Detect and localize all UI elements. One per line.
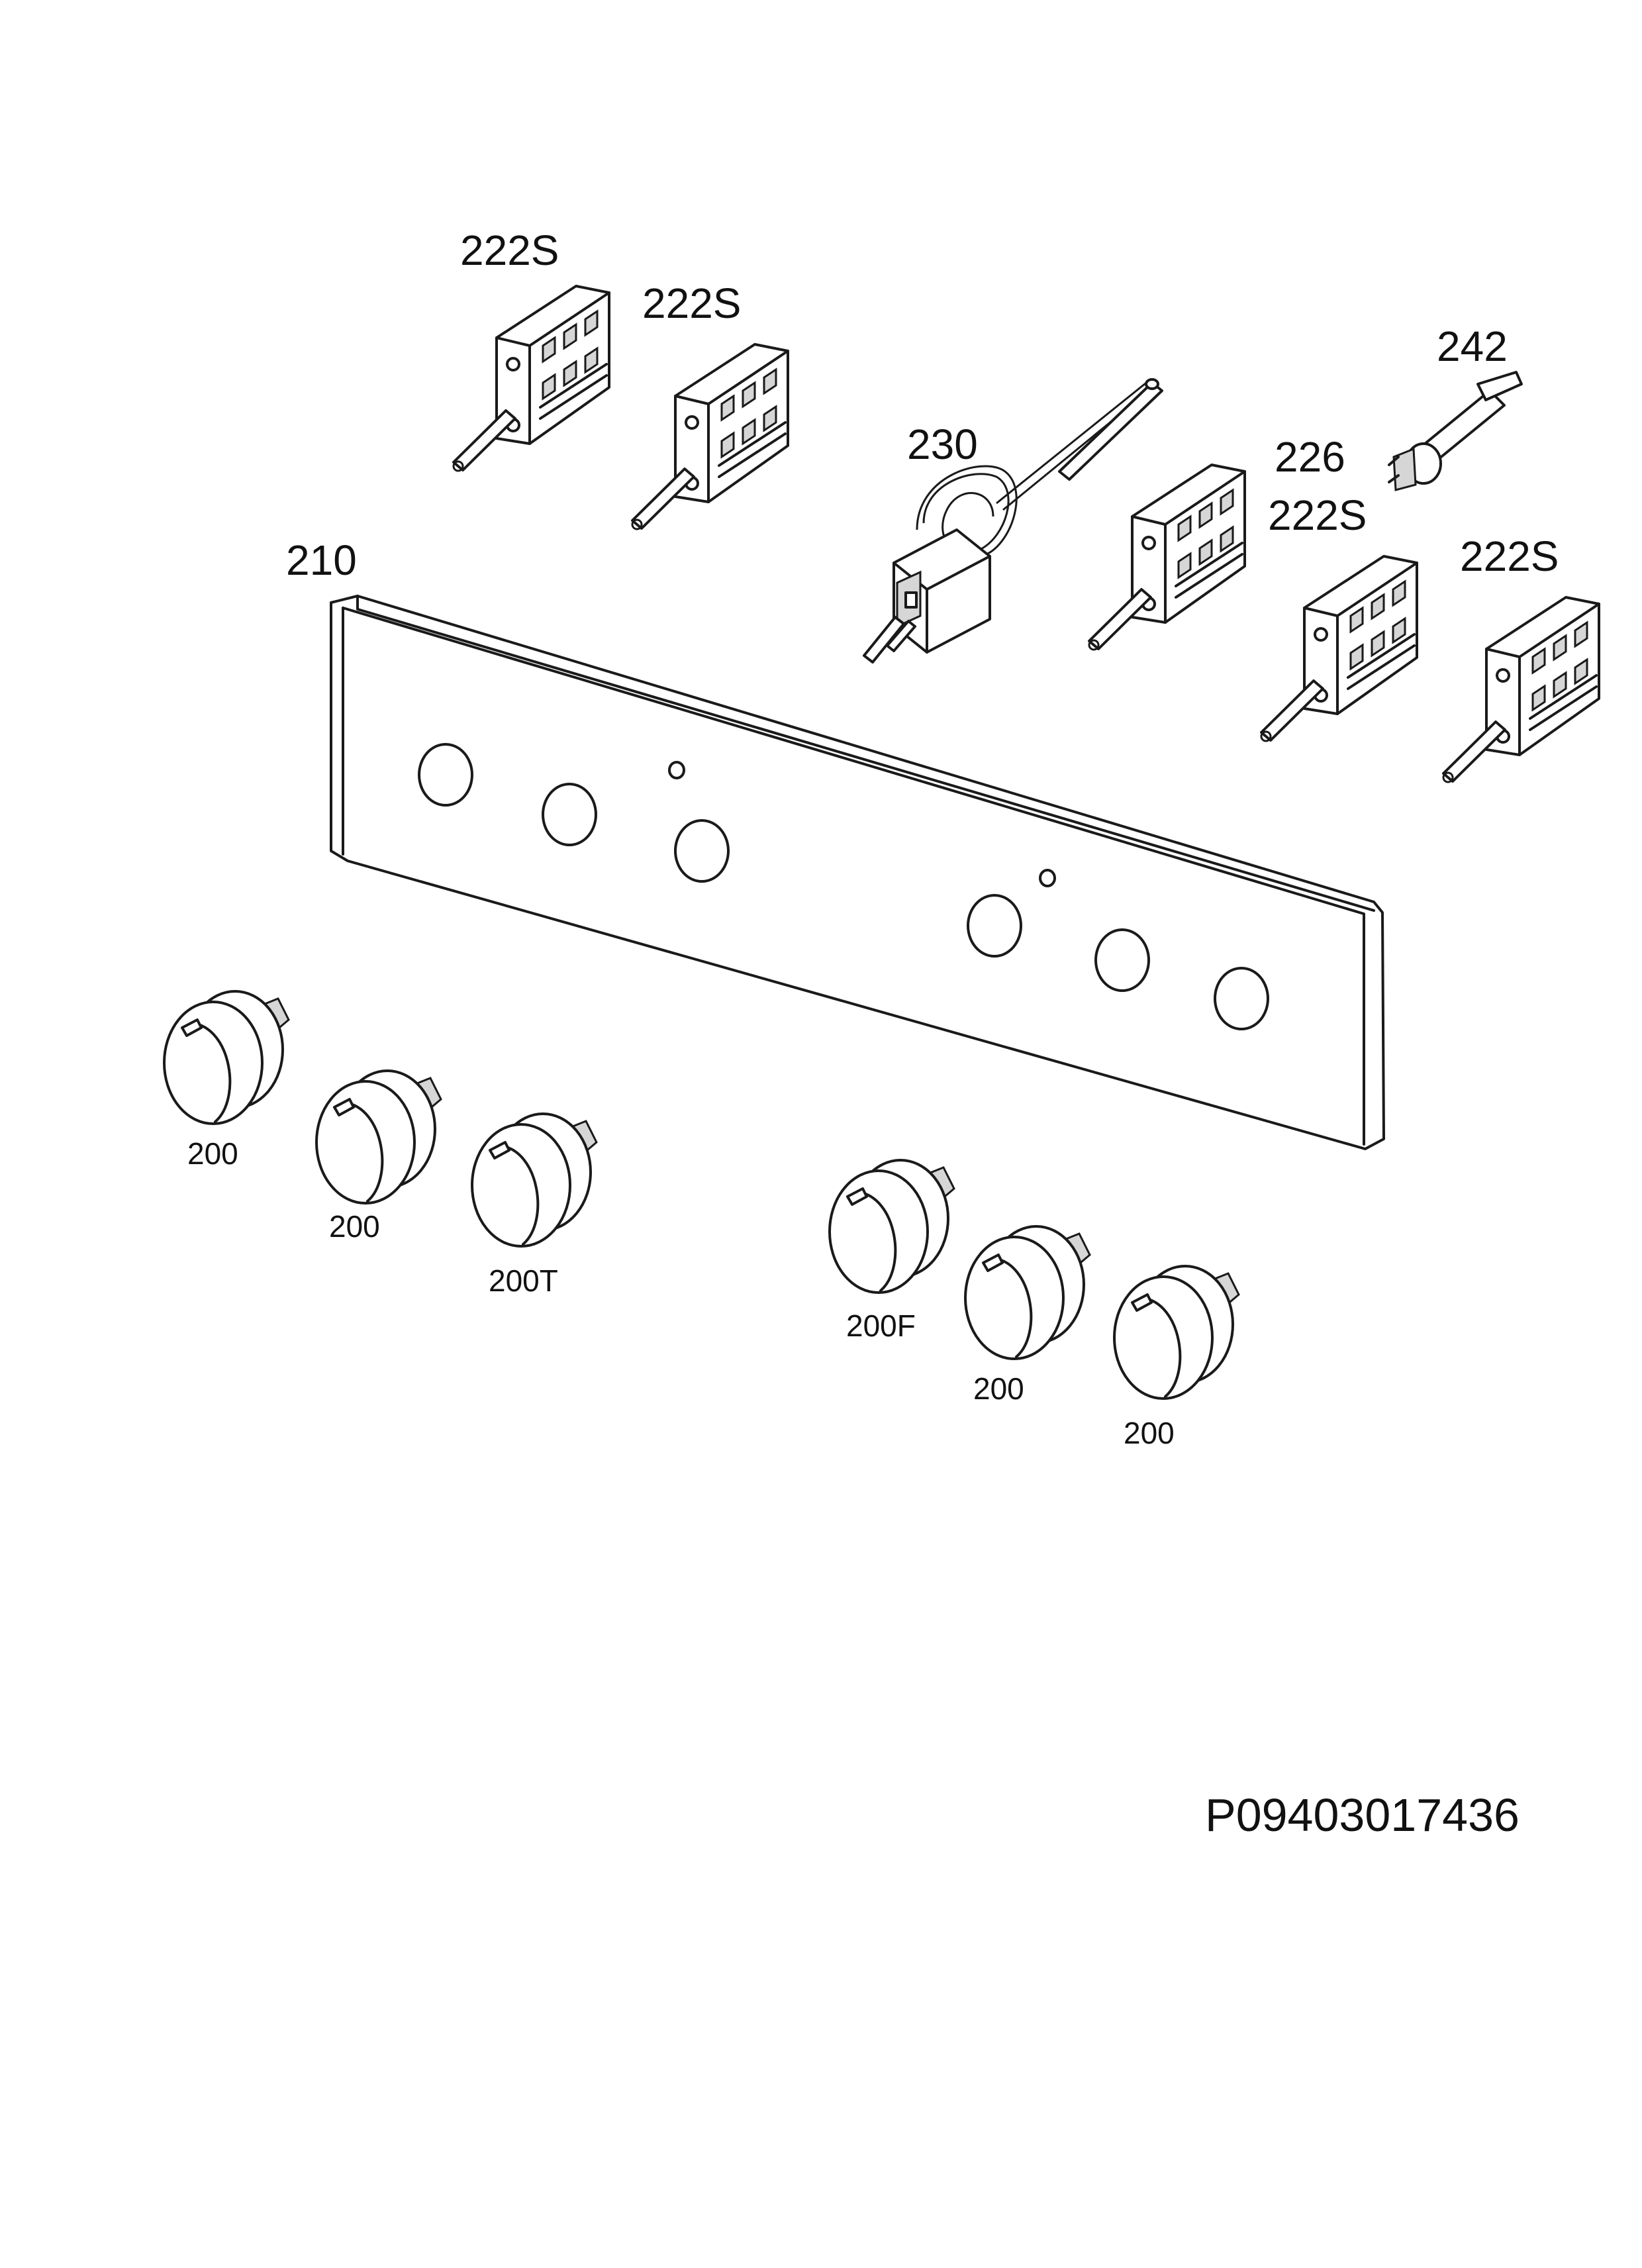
knob-label: 200 (187, 1136, 238, 1171)
panel-hole (674, 819, 730, 883)
panel-hole (418, 743, 473, 807)
knob (471, 1112, 598, 1248)
knob (964, 1225, 1091, 1360)
knob-label: 200 (1124, 1416, 1175, 1450)
panel-hole (1094, 928, 1150, 992)
sensor-part (1388, 371, 1523, 491)
knob-label: 200T (489, 1263, 558, 1298)
switch-226-222s (1088, 464, 1246, 651)
knob (163, 990, 290, 1125)
part-label: 222S (460, 226, 559, 274)
switch-222s-2 (631, 343, 789, 530)
knob-label: 200 (973, 1371, 1024, 1406)
part-label: 226 (1275, 433, 1345, 481)
knob (315, 1069, 442, 1205)
panel-hole (1214, 967, 1269, 1030)
part-label: 222S (1268, 491, 1367, 539)
switch-222s-3 (1260, 555, 1418, 742)
knob (828, 1159, 955, 1294)
part-label: 230 (907, 420, 978, 468)
part-label: 242 (1437, 322, 1508, 370)
diagram-code: P09403017436 (1205, 1789, 1520, 1841)
knob-label: 200 (329, 1209, 380, 1244)
panel-lamp-hole (668, 761, 685, 779)
thermostat-part (863, 378, 1163, 664)
panel-hole (542, 783, 597, 846)
panel-hole (967, 894, 1022, 958)
knob-label: 200F (846, 1308, 916, 1343)
knob (1113, 1265, 1240, 1400)
panel-lamp-hole (1039, 869, 1056, 887)
control-panel (330, 595, 1385, 1150)
part-label: 210 (286, 536, 357, 584)
switch-222s-1 (452, 285, 610, 472)
switch-222s-4 (1442, 596, 1600, 783)
part-label: 222S (642, 279, 741, 327)
part-label: 222S (1460, 532, 1559, 580)
